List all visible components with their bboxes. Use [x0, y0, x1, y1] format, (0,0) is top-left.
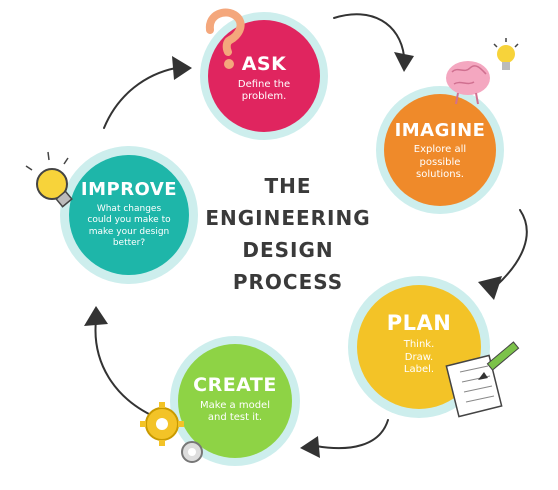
arrowhead-create-to-improve — [84, 306, 108, 326]
stage-title: CREATE — [193, 373, 277, 396]
desc-line: Make a model — [200, 399, 270, 411]
stage-create: CREATE Make a model and test it. — [170, 336, 300, 466]
stage-title: PLAN — [386, 311, 452, 336]
title-line: THE — [264, 174, 312, 198]
desc-line: Draw. — [404, 351, 434, 363]
stage-disc: ASK Define the problem. — [208, 20, 320, 132]
arrow-imagine-to-plan — [495, 209, 528, 287]
desc-line: better? — [112, 237, 146, 248]
stage-imagine: IMAGINE Explore all possible solutions. — [376, 86, 504, 214]
arrowhead-imagine-to-plan — [478, 276, 502, 300]
stage-disc: CREATE Make a model and test it. — [178, 344, 292, 458]
arrow-create-to-improve — [94, 319, 163, 421]
desc-line: Label. — [403, 364, 435, 376]
arrow-improve-to-ask — [103, 67, 177, 129]
desc-line: Think. — [403, 339, 435, 351]
desc-line: problem. — [241, 91, 287, 102]
stage-improve: IMPROVE What changes could you make to m… — [60, 146, 198, 284]
arrow-plan-to-create — [315, 419, 389, 450]
arrowhead-improve-to-ask — [172, 56, 192, 80]
title-line: ENGINEERING — [205, 206, 371, 230]
desc-line: Define the — [237, 78, 291, 90]
arrow-ask-to-imagine — [333, 13, 405, 57]
stage-desc: What changes could you make to make your… — [81, 204, 177, 249]
desc-line: What changes — [96, 204, 162, 214]
arrowhead-ask-to-imagine — [394, 52, 414, 72]
stage-desc: Make a model and test it. — [189, 400, 281, 425]
title-line: DESIGN — [242, 238, 334, 262]
stage-disc: IMPROVE What changes could you make to m… — [69, 155, 189, 275]
desc-line: possible — [419, 156, 461, 168]
stage-plan: PLAN Think. Draw. Label. — [348, 276, 490, 418]
stage-desc: Explore all possible solutions. — [401, 144, 479, 182]
title-line: PROCESS — [232, 270, 344, 294]
desc-line: and test it. — [207, 412, 263, 423]
desc-line: make your design — [88, 226, 170, 237]
desc-line: Explore all — [413, 144, 467, 156]
stage-disc: PLAN Think. Draw. Label. — [357, 285, 481, 409]
stage-disc: IMAGINE Explore all possible solutions. — [384, 94, 496, 206]
diagram-title: THE ENGINEERING DESIGN PROCESS — [188, 170, 388, 298]
stage-title: IMAGINE — [394, 120, 486, 142]
desc-line: could you make to — [87, 215, 171, 226]
stage-title: ASK — [241, 52, 287, 75]
desc-line: solutions. — [416, 169, 464, 181]
stage-ask: ASK Define the problem. — [200, 12, 328, 140]
arrowhead-plan-to-create — [300, 436, 320, 458]
stage-title: IMPROVE — [80, 179, 178, 200]
stage-desc: Define the problem. — [222, 79, 306, 104]
stage-desc: Think. Draw. Label. — [384, 339, 454, 377]
